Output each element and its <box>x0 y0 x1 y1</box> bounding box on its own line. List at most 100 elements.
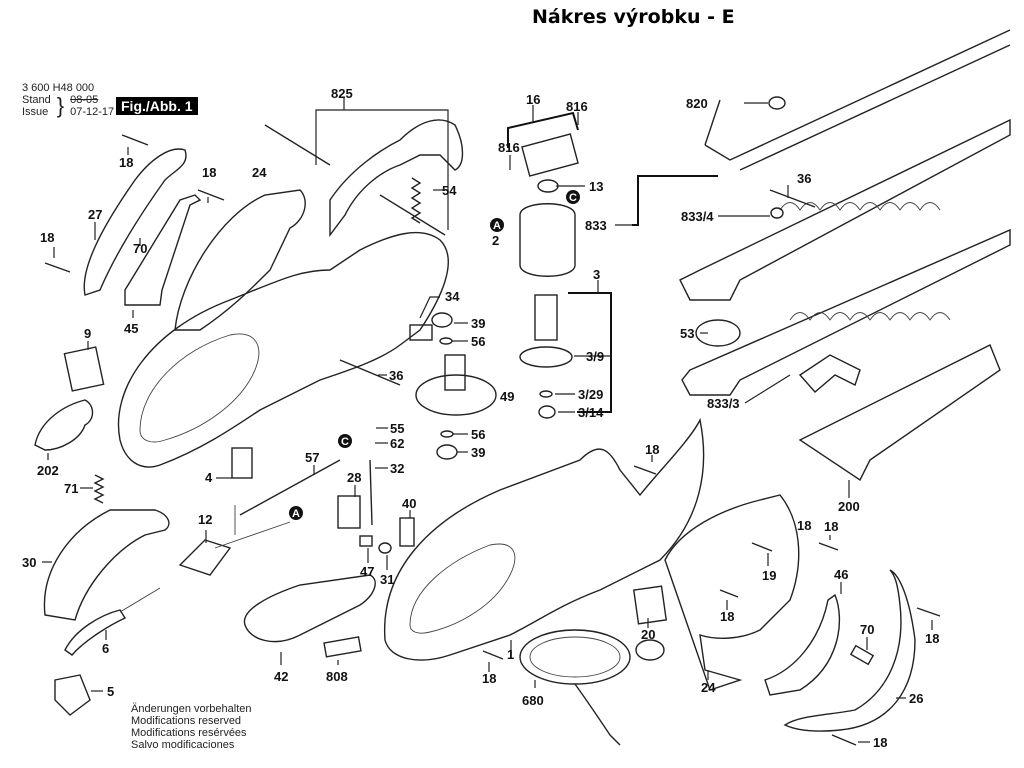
part-42-base <box>243 574 376 643</box>
callout-680: 680 <box>522 693 544 708</box>
part-40-plate <box>399 517 415 547</box>
note-en: Modifications reserved <box>131 715 242 727</box>
part-4-switch <box>231 447 253 479</box>
callout-70: 70 <box>133 241 147 256</box>
svg-text:C: C <box>341 436 349 448</box>
callout-47: 47 <box>360 564 374 579</box>
callout-28: 28 <box>347 470 361 485</box>
callout-18: 18 <box>720 609 734 624</box>
part-24-bracket <box>174 189 306 331</box>
part-24-cover <box>664 494 800 691</box>
part-53-plate <box>695 319 741 347</box>
part-39-bottom <box>436 444 458 460</box>
part-20-label <box>632 585 668 625</box>
part-680-plug <box>574 683 621 746</box>
callout-833-4: 833/4 <box>681 209 714 224</box>
part-1-window <box>409 543 516 634</box>
part-5-plug <box>54 674 91 716</box>
svg-text:C: C <box>569 192 577 204</box>
callout-20: 20 <box>641 627 655 642</box>
part-36-pin-right <box>769 189 816 208</box>
leader-lines <box>42 98 933 743</box>
part-820-rail <box>704 29 1011 171</box>
part-number: 3 600 H48 000 <box>22 82 95 94</box>
callout-27: 27 <box>88 207 102 222</box>
callout-4: 4 <box>205 470 213 485</box>
part-6-wires <box>119 587 161 613</box>
part-28-holder <box>337 495 361 529</box>
callout-71: 71 <box>64 481 78 496</box>
callout-18: 18 <box>645 442 659 457</box>
part-27-handle <box>83 148 187 296</box>
callout-9: 9 <box>84 326 91 341</box>
part-30-handle <box>43 509 170 621</box>
part-833-teeth-2 <box>789 312 951 321</box>
callout-18: 18 <box>482 671 496 686</box>
callout-833-3: 833/3 <box>707 396 740 411</box>
callout-62: 62 <box>390 436 404 451</box>
callout-16: 16 <box>526 92 540 107</box>
part-56-bottom <box>440 430 454 438</box>
brace-icon: } <box>56 93 65 118</box>
callout-825: 825 <box>331 86 353 101</box>
callout-39: 39 <box>471 445 485 460</box>
part-13-bearing <box>537 179 559 193</box>
callout-42: 42 <box>274 669 288 684</box>
callout-808: 808 <box>326 669 348 684</box>
part-680-end <box>635 639 665 661</box>
callout-56: 56 <box>471 427 485 442</box>
callout-19: 19 <box>762 568 776 583</box>
part-54-spring <box>410 177 422 224</box>
callout-2: 2 <box>492 233 499 248</box>
callout-34: 34 <box>445 289 460 304</box>
part-202-bracket <box>34 399 94 451</box>
part-71-spring <box>93 474 105 504</box>
callout-18: 18 <box>202 165 216 180</box>
callout-18: 18 <box>873 735 887 750</box>
part-49-shaft <box>444 354 466 391</box>
part-16-brush-holder <box>521 133 579 177</box>
callout-5: 5 <box>107 684 114 699</box>
callout-36: 36 <box>389 368 403 383</box>
callout-820: 820 <box>686 96 708 111</box>
part-9-label <box>63 346 105 392</box>
part-45-grip <box>124 194 202 306</box>
callout-30: 30 <box>22 555 36 570</box>
note-es: Salvo modificaciones <box>131 739 235 751</box>
part-833-3-clip <box>798 354 861 393</box>
callout-32: 32 <box>390 461 404 476</box>
callout-24: 24 <box>701 680 716 695</box>
part-1-housing <box>384 417 705 661</box>
callout-56: 56 <box>471 334 485 349</box>
callout-816: 816 <box>566 99 588 114</box>
stand-label: Stand <box>22 94 51 106</box>
callout-labels: 825 16 816 816 820 18 18 18 24 27 70 45 … <box>22 86 939 750</box>
page-title: Nákres výrobku - E <box>532 6 735 28</box>
part-833-blade-top <box>679 118 1011 301</box>
note-fr: Modifications resérvées <box>131 727 247 739</box>
stand-value: 08-05 <box>70 94 99 106</box>
callout-1: 1 <box>507 647 514 662</box>
housing-left-half <box>117 232 449 468</box>
callout-31: 31 <box>380 572 394 587</box>
callout-3-29: 3/29 <box>578 387 603 402</box>
callout-39: 39 <box>471 316 485 331</box>
callout-833: 833 <box>585 218 607 233</box>
badge-a-top: A <box>490 218 504 232</box>
callout-40: 40 <box>402 496 416 511</box>
callout-55: 55 <box>390 421 404 436</box>
part-833-teeth <box>779 202 941 211</box>
document-info: 3 600 H48 000 Stand Issue } 08-05 07-12-… <box>22 82 114 118</box>
issue-value: 07-12-17 <box>70 106 115 118</box>
part-26-handle <box>783 569 916 732</box>
callout-200: 200 <box>838 499 860 514</box>
part-34-clip <box>409 324 433 341</box>
callout-45: 45 <box>124 321 138 336</box>
callout-3: 3 <box>593 267 600 282</box>
part-2-stator <box>519 203 576 277</box>
callout-12: 12 <box>198 512 212 527</box>
callout-18: 18 <box>119 155 133 170</box>
svg-text:A: A <box>493 220 501 232</box>
part-lever-rod <box>264 124 446 236</box>
